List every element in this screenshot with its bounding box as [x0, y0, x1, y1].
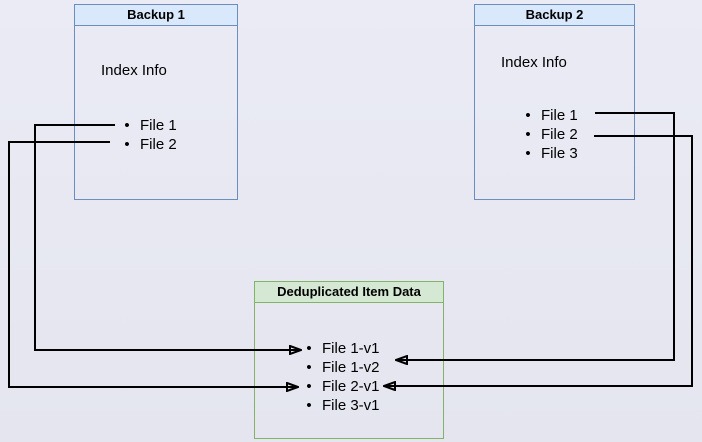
- dedup-file-list: • File 1-v1 • File 1-v2 • File 2-v1 • Fi…: [296, 339, 380, 415]
- list-item-label: File 3-v1: [322, 397, 380, 414]
- backup2-title: Backup 2: [475, 5, 634, 26]
- backup2-file-1: • File 1: [515, 106, 578, 125]
- list-item-label: File 3: [541, 145, 578, 162]
- bullet-icon: •: [306, 340, 312, 357]
- dedup-file-1-v1: • File 1-v1: [296, 339, 380, 358]
- backup2-box: Backup 2 Index Info • File 1 • File 2 • …: [474, 4, 635, 200]
- list-item-label: File 1-v2: [322, 359, 380, 376]
- bullet-icon: •: [525, 126, 531, 143]
- dedup-title: Deduplicated Item Data: [255, 282, 443, 303]
- bullet-icon: •: [306, 397, 312, 414]
- list-item-label: File 2: [140, 136, 177, 153]
- backup1-file-1: • File 1: [114, 116, 177, 135]
- backup2-file-list: • File 1 • File 2 • File 3: [515, 106, 578, 163]
- list-item-label: File 1-v1: [322, 340, 380, 357]
- dedup-file-1-v2: • File 1-v2: [296, 358, 380, 377]
- bullet-icon: •: [525, 107, 531, 124]
- bullet-icon: •: [124, 117, 130, 134]
- list-item-label: File 1: [140, 117, 177, 134]
- backup1-file-2: • File 2: [114, 135, 177, 154]
- dedup-file-3-v1: • File 3-v1: [296, 396, 380, 415]
- backup1-index-info-label: Index Info: [101, 62, 167, 79]
- list-item-label: File 2-v1: [322, 378, 380, 395]
- dedup-box: Deduplicated Item Data • File 1-v1 • Fil…: [254, 281, 444, 439]
- bullet-icon: •: [306, 359, 312, 376]
- backup2-file-3: • File 3: [515, 144, 578, 163]
- bullet-icon: •: [306, 378, 312, 395]
- list-item-label: File 1: [541, 107, 578, 124]
- backup1-title: Backup 1: [75, 5, 237, 26]
- backup2-index-info-label: Index Info: [501, 54, 567, 71]
- backup1-file-list: • File 1 • File 2: [114, 116, 177, 154]
- backup2-file-2: • File 2: [515, 125, 578, 144]
- list-item-label: File 2: [541, 126, 578, 143]
- bullet-icon: •: [124, 136, 130, 153]
- backup1-box: Backup 1 Index Info • File 1 • File 2: [74, 4, 238, 200]
- bullet-icon: •: [525, 145, 531, 162]
- dedup-file-2-v1: • File 2-v1: [296, 377, 380, 396]
